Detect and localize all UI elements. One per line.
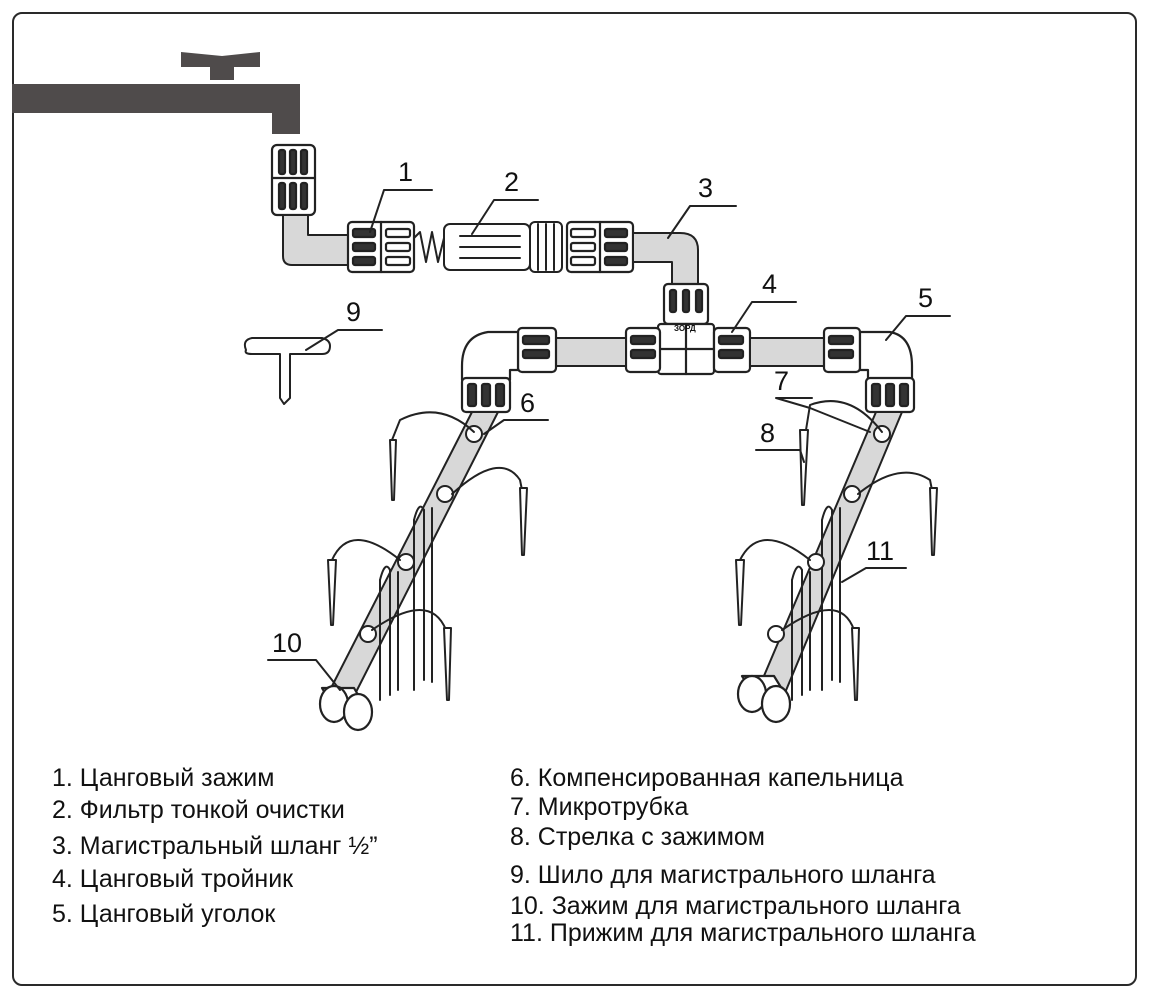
callout-10: 10 [272,628,302,658]
callout-9: 9 [346,297,361,327]
legend-item: 8. Стрелка с зажимом [510,823,765,851]
legend-item: 4. Цанговый тройник [52,865,294,893]
callout-2: 2 [504,167,519,197]
collet-clamp [565,220,635,274]
hose-segment [282,214,351,266]
legend-item: 7. Микротрубка [510,793,689,821]
legend-item: 1. Цанговый зажим [52,764,275,792]
legend-item: 3. Магистральный шланг ½” [52,832,378,860]
legend-item: 10. Зажим для магистрального шланга [510,892,961,920]
main-hose [555,337,627,367]
main-hose [632,232,699,285]
fine-filter [413,221,563,273]
legend-item: 5. Цанговый уголок [52,900,276,928]
callout-leaders [267,189,951,691]
callout-8: 8 [760,418,775,448]
hose-awl [243,337,331,405]
callout-5: 5 [918,283,933,313]
fitting-label: ЗОРД [674,324,696,333]
collet-elbow [822,326,916,414]
diagram-frame [12,12,1137,986]
legend-item: 6. Компенсированная капельница [510,764,904,792]
legend-item: 9. Шило для магистрального шланга [510,861,936,889]
collet-elbow [460,326,558,414]
callout-3: 3 [698,173,713,203]
callout-1: 1 [398,157,413,187]
callout-7: 7 [774,366,789,396]
end-clamp [736,674,792,724]
legend-item: 11. Прижим для магистрального шланга [510,919,976,947]
tap-coupling [270,143,317,217]
left-branch [318,411,528,732]
end-clamp [318,684,374,732]
main-hose [749,337,825,367]
callout-4: 4 [762,269,777,299]
collet-clamp [346,220,416,274]
water-tap [12,52,300,134]
right-branch [735,400,938,724]
callout-11: 11 [866,536,894,566]
callout-6: 6 [520,388,535,418]
legend-item: 2. Фильтр тонкой очистки [52,796,345,824]
